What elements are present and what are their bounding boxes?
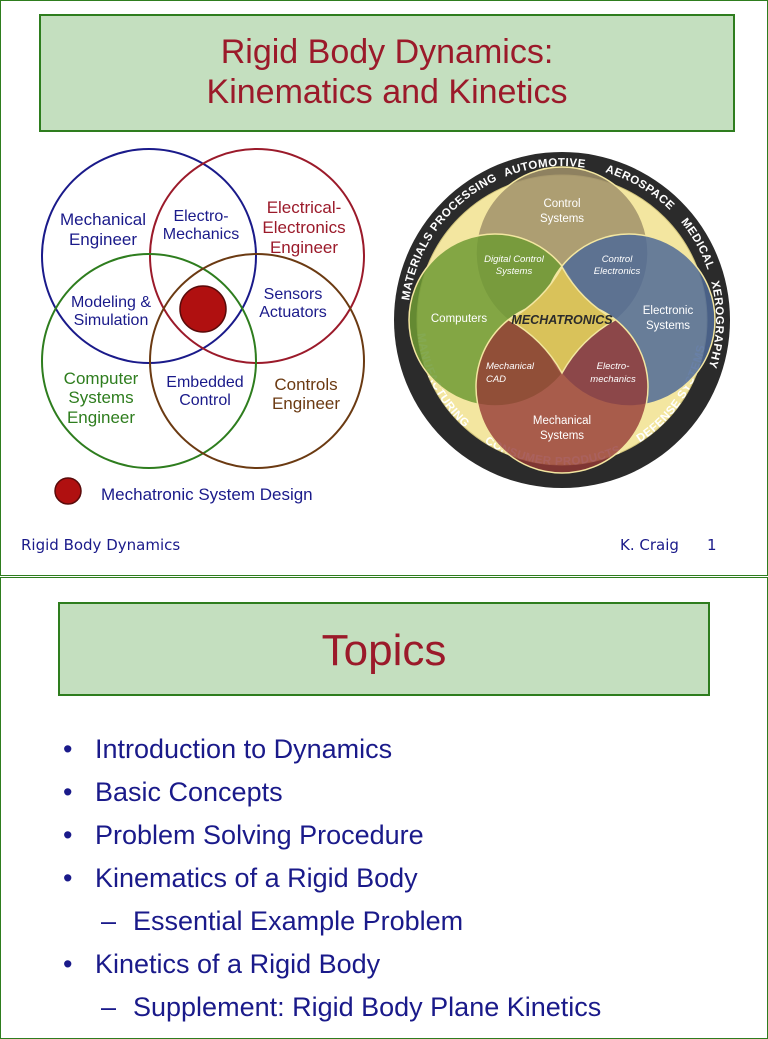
venn-label-comp-1: Computer (64, 369, 139, 388)
venn-label-mech-1: Mechanical (60, 210, 146, 229)
footer-course: Rigid Body Dynamics (21, 536, 181, 554)
venn-label-model-1: Modeling & (71, 294, 151, 311)
list-item: • Problem Solving Procedure (63, 814, 753, 857)
venn-label-emb-1: Embedded (166, 374, 243, 391)
wheel-label-mcad-1: Mechanical (486, 361, 535, 372)
topics-list: • Introduction to Dynamics • Basic Concept… (63, 728, 753, 1029)
legend-dot (54, 477, 82, 505)
venn-label-ee-3: Engineer (270, 238, 338, 257)
list-item-text: Introduction to Dynamics (95, 734, 393, 764)
list-item-text: Essential Example Problem (133, 906, 464, 936)
list-item-text: Kinetics of a Rigid Body (95, 949, 381, 979)
venn-label-em-1: Electro- (173, 208, 228, 225)
venn-circle-electrical (149, 148, 365, 364)
dash-mark: – (101, 992, 117, 1022)
list-item-text: Kinematics of a Rigid Body (95, 863, 418, 893)
slide-2: Topics • Introduction to Dynamics • Basic … (0, 577, 768, 1039)
wheel-label-ctrlelec-1: Control (602, 254, 634, 265)
venn-label-sensors-1: Sensors (264, 286, 323, 303)
list-item-text: Basic Concepts (95, 777, 283, 807)
wheel-label-electronic-1: Electronic (643, 305, 694, 317)
slide-2-title: Topics (58, 602, 710, 696)
bullet-mark: • (63, 949, 73, 979)
list-item: • Kinematics of a Rigid Body (63, 857, 753, 900)
venn-label-comp-3: Engineer (67, 408, 135, 427)
wheel-label-electromech-2: mechanics (590, 374, 636, 385)
list-item-text: Problem Solving Procedure (95, 820, 424, 850)
venn-label-ee-2: Electronics (262, 218, 345, 237)
slide-1-title: Rigid Body Dynamics: Kinematics and Kine… (39, 14, 735, 132)
list-item: • Kinetics of a Rigid Body (63, 943, 753, 986)
bullet-mark: • (63, 863, 73, 893)
wheel-label-electromech-1: Electro- (597, 361, 630, 372)
title-line-2: Kinematics and Kinetics (206, 73, 568, 111)
venn-label-model-2: Simulation (74, 312, 149, 329)
wheel-center-label: MECHATRONICS (511, 313, 613, 327)
list-item-text: Supplement: Rigid Body Plane Kinetics (133, 992, 602, 1022)
venn-label-sensors-2: Actuators (259, 304, 327, 321)
bullet-mark: • (63, 820, 73, 850)
wheel-label-mechanical-1: Mechanical (533, 415, 591, 427)
wheel-label-control-1: Control (543, 198, 580, 210)
wheel-label-mcad-2: CAD (486, 374, 506, 385)
venn-circle-controls (149, 253, 365, 469)
wheel-label-digital-2: Systems (496, 266, 533, 277)
wheel-center-shape (507, 265, 617, 375)
venn-center-dot (179, 285, 227, 333)
dash-mark: – (101, 906, 117, 936)
venn-diagram: Mechanical Engineer Electro- Mechanics M… (41, 148, 365, 505)
wheel-label-mechanical-2: Systems (540, 430, 584, 442)
venn-label-emb-2: Control (179, 392, 231, 409)
wheel-label-computers: Computers (431, 313, 487, 325)
venn-label-comp-2: Systems (68, 388, 133, 407)
footer-page-number: 1 (707, 536, 717, 554)
sub-list-item: –Supplement: Rigid Body Plane Kinetics (63, 986, 753, 1029)
wheel-label-ctrlelec-2: Electronics (594, 266, 641, 277)
list-item: • Basic Concepts (63, 771, 753, 814)
wheel-label-control-2: Systems (540, 213, 584, 225)
list-item: • Introduction to Dynamics (63, 728, 753, 771)
wheel-label-digital-1: Digital Control (484, 254, 545, 265)
slide-1: Rigid Body Dynamics: Kinematics and Kine… (0, 0, 768, 576)
wheel-label-electronic-2: Systems (646, 320, 690, 332)
venn-label-ctrl-1: Controls (274, 375, 337, 394)
venn-circle-mechanical (41, 148, 257, 364)
venn-label-ctrl-2: Engineer (272, 394, 340, 413)
bullet-mark: • (63, 734, 73, 764)
mechatronics-wheel: MATERIALS PROCESSING AUTOMOTIVE AEROSPAC… (394, 152, 730, 488)
venn-label-em-2: Mechanics (163, 226, 239, 243)
bullet-mark: • (63, 777, 73, 807)
legend-label: Mechatronic System Design (101, 485, 313, 504)
venn-label-ee-1: Electrical- (267, 198, 342, 217)
footer-author: K. Craig (620, 536, 679, 554)
venn-circle-computer (41, 253, 257, 469)
venn-label-mech-2: Engineer (69, 230, 137, 249)
title-line-1: Rigid Body Dynamics: (220, 33, 554, 71)
sub-list-item: –Essential Example Problem (63, 900, 753, 943)
